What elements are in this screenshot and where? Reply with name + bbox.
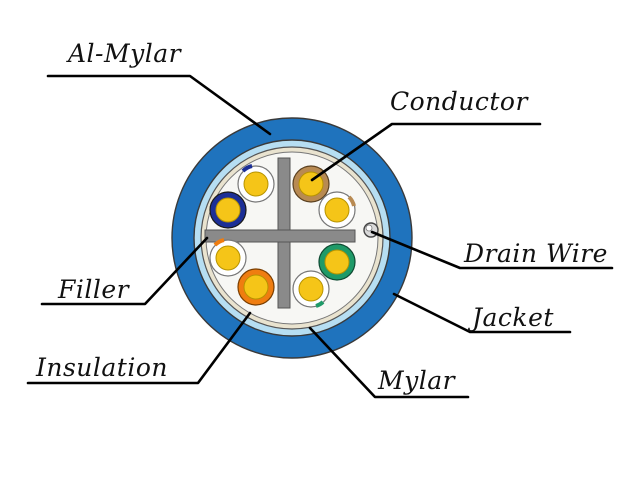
conductor-core — [324, 249, 350, 275]
label-jacket: Jacket — [467, 303, 554, 332]
label-filler: Filler — [57, 275, 131, 304]
label-al-mylar: Al-Mylar — [66, 39, 183, 68]
conductor-core — [243, 171, 269, 197]
pair-orange — [209, 238, 275, 306]
pair-green — [292, 243, 356, 308]
conductor-core — [243, 274, 269, 300]
al-mylar-leader — [46, 74, 272, 136]
insulation-leader — [26, 311, 252, 385]
drain-wire-leader — [370, 230, 614, 270]
jacket-leader — [392, 292, 572, 334]
filler-cross — [204, 157, 356, 309]
pair-blue — [209, 164, 275, 229]
conductor-core — [324, 197, 350, 223]
conductor-core — [298, 276, 324, 302]
conductor-core — [215, 245, 241, 271]
mylar-leader — [308, 326, 470, 399]
label-conductor: Conductor — [390, 87, 529, 116]
label-insulation: Insulation — [35, 353, 168, 382]
conductor-leader — [310, 122, 542, 182]
filler-leader — [40, 236, 209, 306]
label-mylar: Mylar — [377, 366, 457, 395]
conductor-core — [215, 197, 241, 223]
label-drain-wire: Drain Wire — [463, 239, 608, 268]
